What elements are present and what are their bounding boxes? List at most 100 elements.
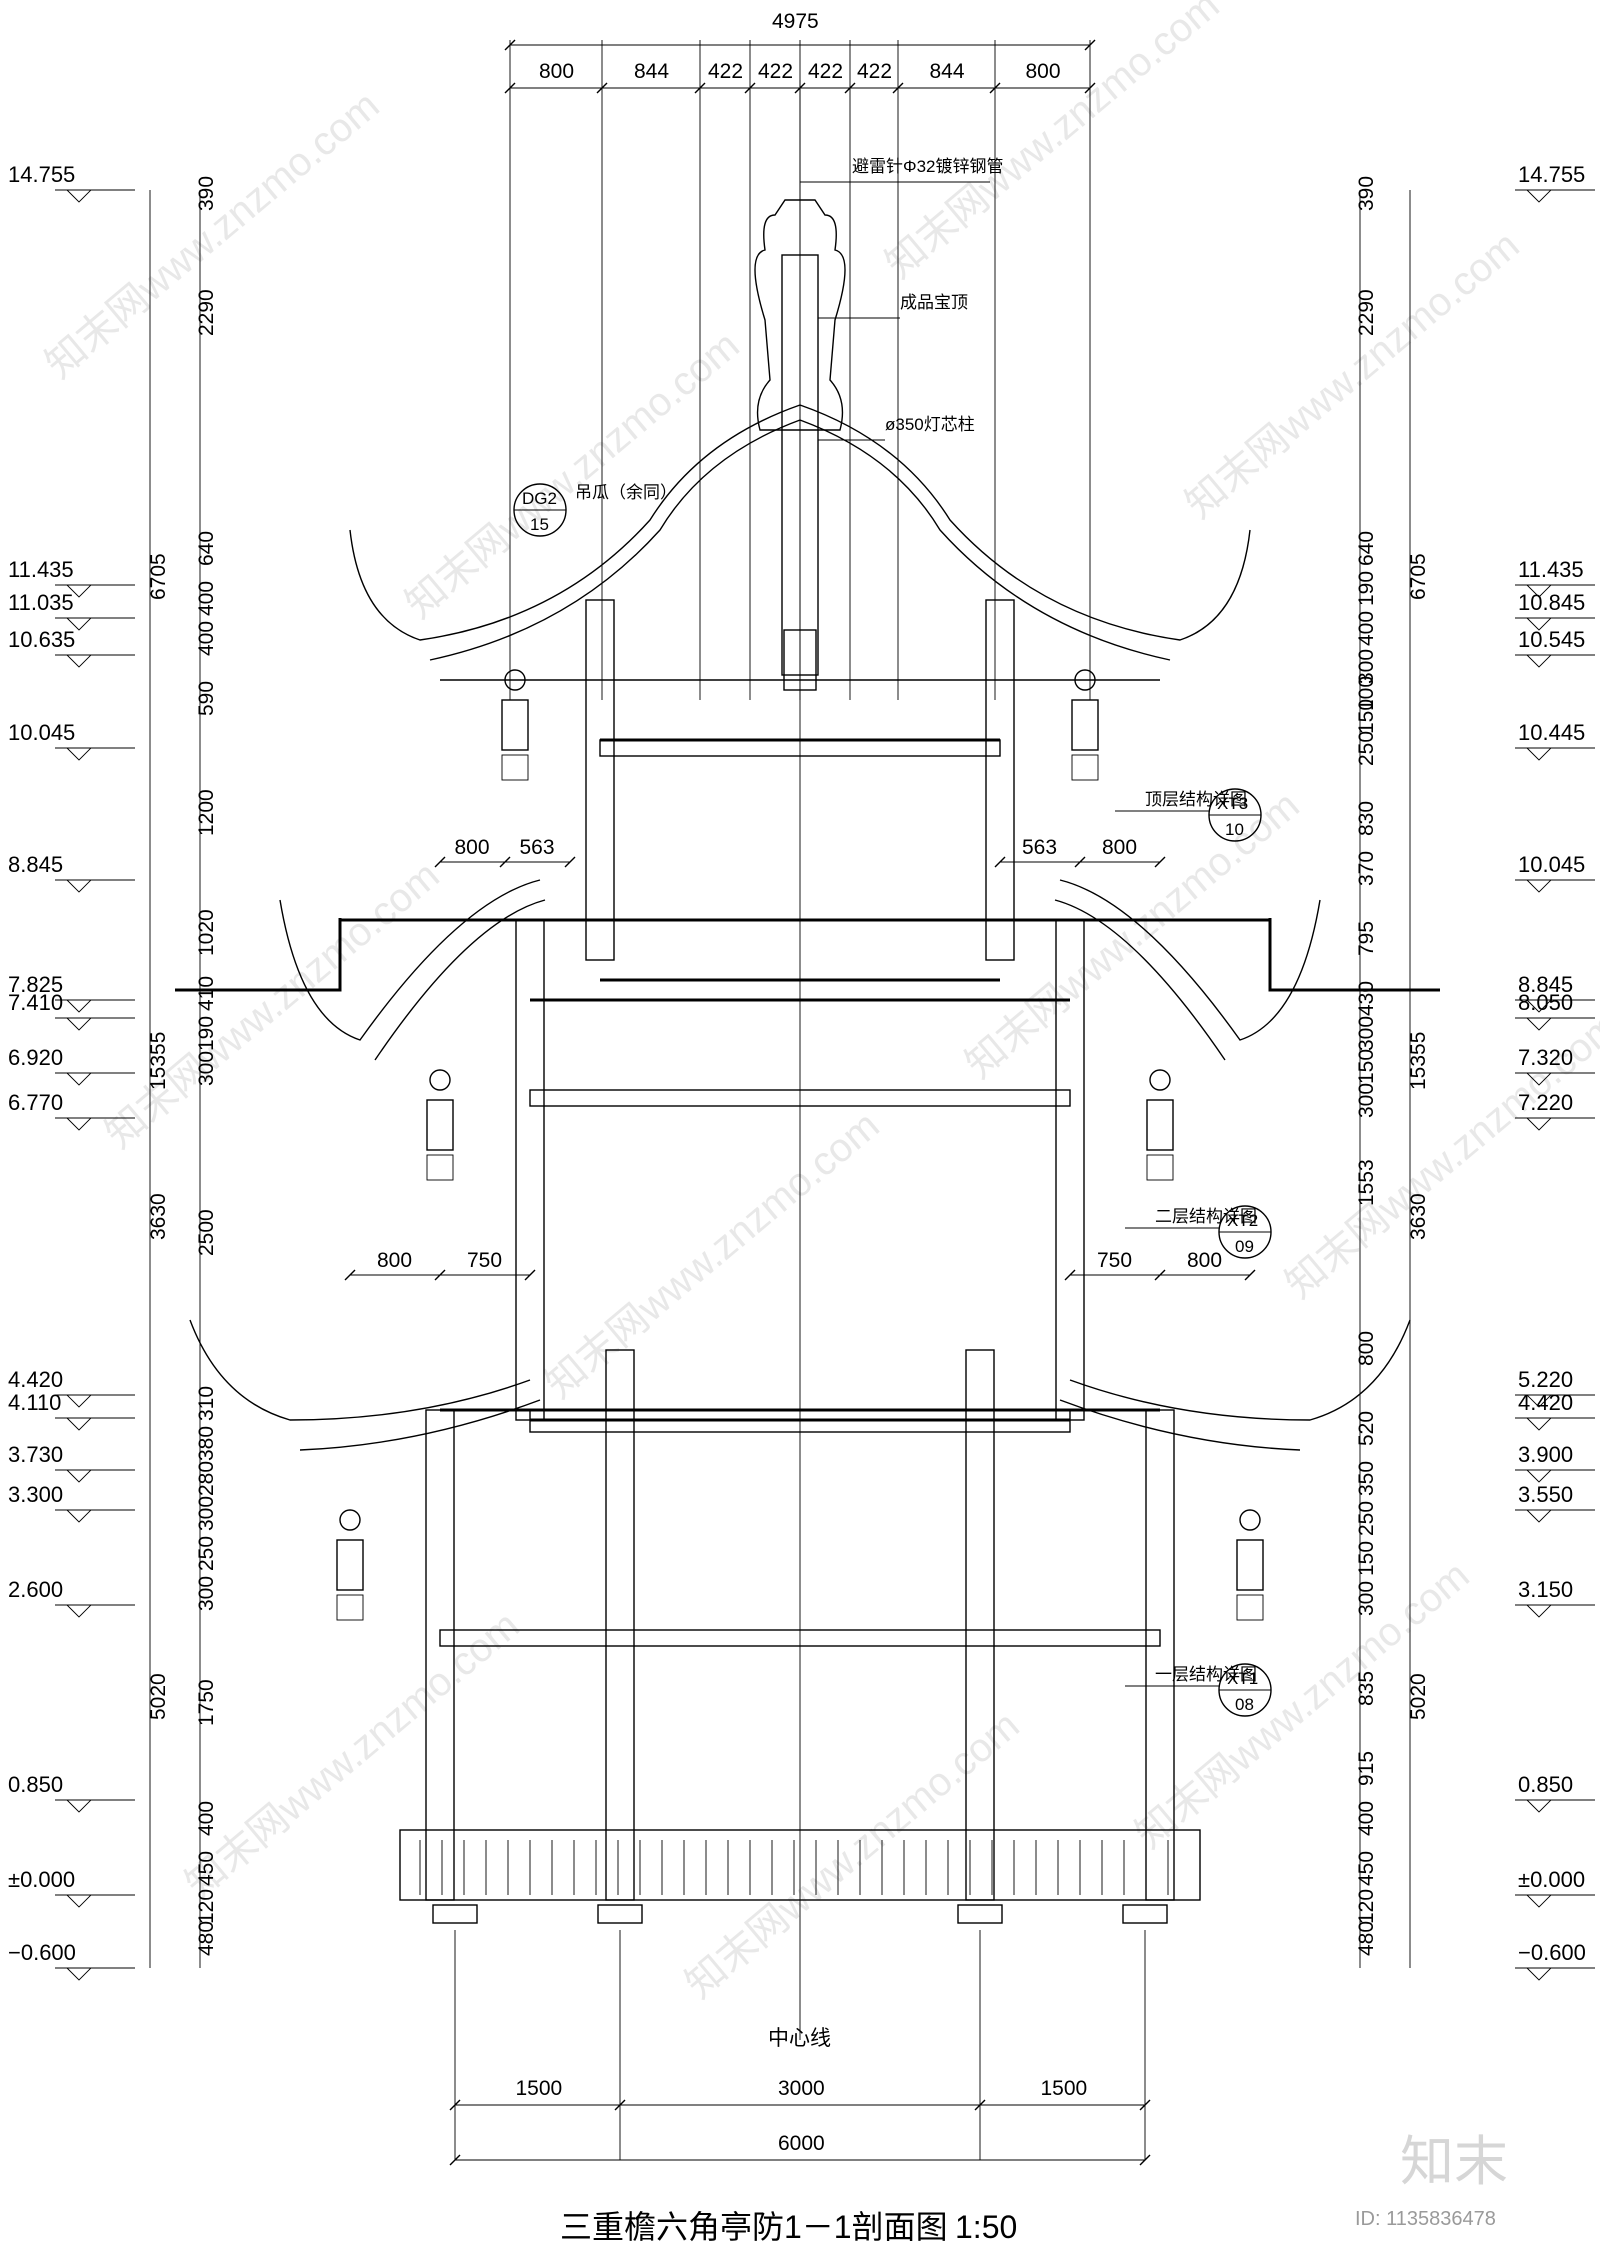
level-label: 8.845 [1518, 972, 1573, 997]
level-label: −0.600 [8, 1940, 76, 1965]
level-triangle [65, 584, 93, 598]
level-label: 14.755 [1518, 162, 1585, 187]
dim-left-inner: 400 [195, 1801, 218, 1836]
level-label: 4.420 [1518, 1390, 1573, 1415]
watermark-id: ID: 1135836478 [1355, 2208, 1496, 2230]
dim-right-inner: 640 [1355, 531, 1378, 566]
level-triangle [1525, 1017, 1553, 1031]
dim-right-inner: 400 [1355, 1801, 1378, 1836]
level-triangle [1525, 1509, 1553, 1523]
level-triangle [65, 1509, 93, 1523]
eave-dim-label: 750 [467, 1249, 502, 1272]
dim-top-seg: 422 [857, 60, 892, 83]
dim-right-inner: 150 [1355, 1049, 1378, 1084]
hanging-post [426, 1099, 454, 1151]
level-label: 4.110 [8, 1390, 61, 1415]
dim-right-inner: 450 [1355, 1851, 1378, 1886]
level-label: 8.845 [8, 852, 63, 877]
dim-right-inner: 150 [1355, 699, 1378, 734]
hanging-post [1146, 1099, 1174, 1151]
level-label: 5.220 [1518, 1367, 1573, 1392]
level-triangle [65, 1017, 93, 1031]
level-label: 7.220 [1518, 1090, 1573, 1115]
dim-right-inner: 190 [1355, 571, 1378, 606]
level-triangle [1525, 1072, 1553, 1086]
dim-left-inner: 190 [195, 1016, 218, 1051]
dim-right-inner: 835 [1355, 1671, 1378, 1706]
dim-tick [1154, 856, 1166, 868]
dim-right-inner: 400 [1355, 611, 1378, 646]
dim-right-inner: 915 [1355, 1751, 1378, 1786]
drawing-title: 三重檐六角亭防1－1剖面图 [560, 2209, 948, 2245]
dim-left-inner: 120 [195, 1889, 218, 1924]
level-triangle [1525, 1894, 1553, 1908]
dim-left-inner: 390 [195, 176, 218, 211]
detail-tag-code: XT2 [1227, 1211, 1258, 1230]
eave-dim-label: 800 [377, 1249, 412, 1272]
column-base [597, 1904, 643, 1924]
dim-tick [1139, 2154, 1151, 2166]
dim-right-inner: 300 [1355, 1016, 1378, 1051]
level-label: 10.545 [1518, 627, 1585, 652]
dim-right-inner: 250 [1355, 731, 1378, 766]
level-label: 7.410 [8, 990, 63, 1015]
level-label: 14.755 [8, 162, 75, 187]
dim-left-inner: 2500 [195, 1209, 218, 1256]
dim-left-inner: 400 [195, 621, 218, 656]
dim-top-seg: 422 [708, 60, 743, 83]
balustrade [399, 1829, 1201, 1901]
hanging-post-pendant [1236, 1594, 1264, 1621]
watermark-text: 知末网www.znzmo.com [178, 1603, 528, 1907]
dim-left-inner: 480 [195, 1921, 218, 1956]
watermark-text: 知末网www.znzmo.com [878, 0, 1228, 287]
dim-left-inner: 450 [195, 1851, 218, 1886]
level-label: 10.845 [1518, 590, 1585, 615]
level-label: ±0.000 [8, 1867, 75, 1892]
watermark-text: 知末网www.znzmo.com [678, 1703, 1028, 2007]
dim-top-seg: 422 [808, 60, 843, 83]
watermark-text: 知末网www.znzmo.com [38, 83, 388, 387]
watermark-brand: 知末 [1400, 2132, 1508, 2192]
column [585, 599, 615, 961]
column [515, 919, 545, 1421]
dim-left-inner: 400 [195, 581, 218, 616]
level-triangle [65, 747, 93, 761]
level-triangle [1525, 1799, 1553, 1813]
dim-left-inner: 410 [195, 976, 218, 1011]
detail-tag-code: XT3 [1217, 794, 1248, 813]
level-triangle [1525, 879, 1553, 893]
level-label: 4.420 [8, 1367, 63, 1392]
level-label: 3.300 [8, 1482, 63, 1507]
level-label: 8.050 [1518, 990, 1573, 1015]
finial [754, 199, 846, 431]
dim-left-inner: 1020 [195, 909, 218, 956]
dim-right-inner: 370 [1355, 851, 1378, 886]
level-label: 7.825 [8, 972, 63, 997]
dim-left-inner: 640 [195, 531, 218, 566]
column-base [1122, 1904, 1168, 1924]
dim-top-total: 4975 [772, 10, 819, 33]
dim-right-inner: 430 [1355, 981, 1378, 1016]
eave-dim-label: 750 [1097, 1249, 1132, 1272]
dim-tick [449, 2154, 461, 2166]
level-triangle [1525, 1394, 1553, 1408]
level-triangle [1525, 617, 1553, 631]
center-line-label: 中心线 [768, 2027, 831, 2050]
top-roof-left-outer [349, 404, 801, 641]
beam-box [529, 1409, 1071, 1433]
dim-top-seg: 844 [930, 60, 965, 83]
dim-top-seg: 800 [1026, 60, 1061, 83]
level-label: 10.045 [1518, 852, 1585, 877]
hanging-post-knob [429, 1069, 451, 1091]
lower-roof-left-inner [299, 1399, 541, 1451]
level-label: 6.920 [8, 1045, 63, 1070]
hanging-post-pendant [336, 1594, 364, 1621]
level-label: 10.445 [1518, 720, 1585, 745]
level-triangle [1525, 999, 1553, 1013]
dim-right-inner: 480 [1355, 1921, 1378, 1956]
level-triangle [1525, 189, 1553, 203]
hanging-post-pendant [1146, 1154, 1174, 1181]
dim-right-inner: 150 [1355, 1541, 1378, 1576]
dim-left-inner: 300 [195, 1496, 218, 1531]
